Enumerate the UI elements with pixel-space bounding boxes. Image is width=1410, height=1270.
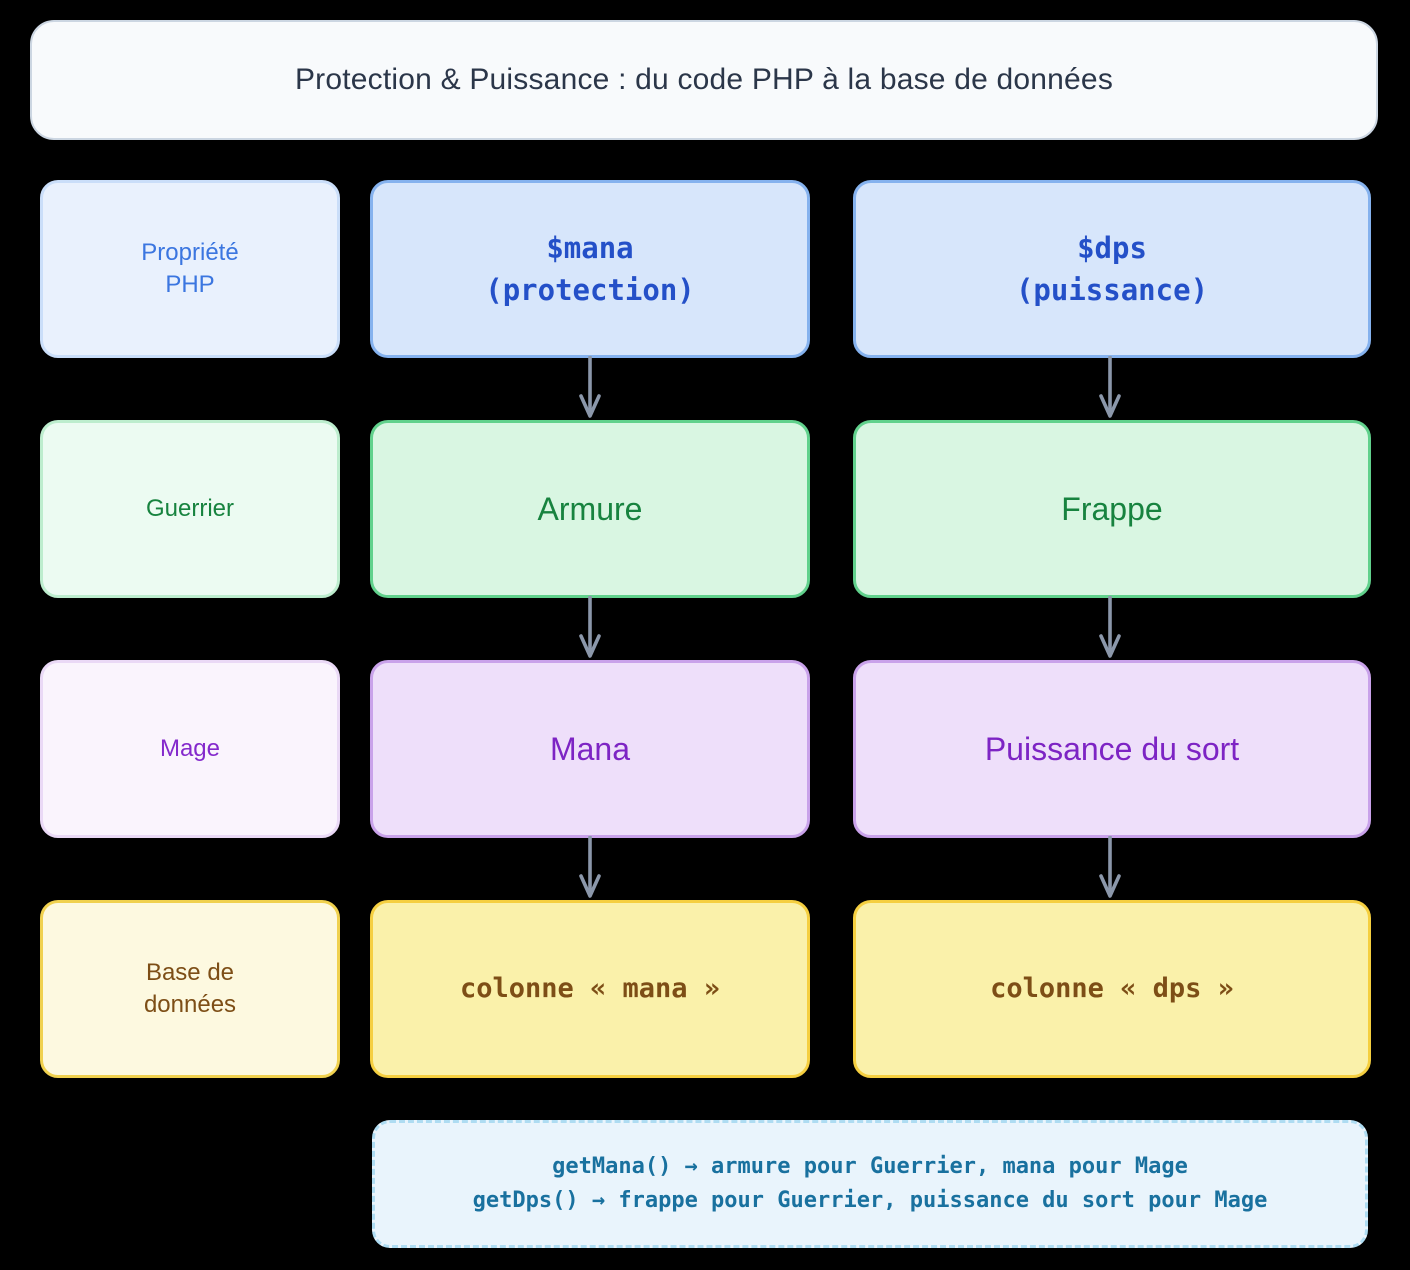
arrow-down-icon [578, 356, 602, 420]
arrow-down-icon [1098, 596, 1122, 660]
node-text: Armure [537, 490, 643, 527]
node-text: colonne « mana » [459, 973, 721, 1005]
note-line: getMana() → armure pour Guerrier, mana p… [552, 1153, 1188, 1179]
diagram-title-box: Protection & Puissance : du code PHP à l… [30, 20, 1378, 140]
row-label-text: Guerrier [145, 494, 235, 522]
node-text: Puissance du sort [984, 730, 1240, 767]
arrow-down-icon [1098, 836, 1122, 900]
node-puissance-du-sort: Puissance du sort [853, 660, 1371, 838]
node-colonne-mana: colonne « mana » [370, 900, 810, 1078]
note-box-getters: getMana() → armure pour Guerrier, mana p… [372, 1120, 1368, 1248]
node-armure: Armure [370, 420, 810, 598]
arrow-down-icon [578, 836, 602, 900]
arrow-down-icon [1098, 356, 1122, 420]
row-label-text: Mage [159, 734, 221, 762]
row-label-base-de-donnees: Base de données [40, 900, 340, 1078]
arrow-down-icon [578, 596, 602, 660]
node-text: Mana [549, 730, 631, 767]
row-label-propriete-php: Propriété PHP [40, 180, 340, 358]
node-colonne-dps: colonne « dps » [853, 900, 1371, 1078]
node-text: Frappe [1061, 490, 1163, 527]
diagram-title: Protection & Puissance : du code PHP à l… [294, 63, 1114, 96]
row-label-text: Base de données [143, 958, 237, 1018]
node-frappe: Frappe [853, 420, 1371, 598]
row-label-text: Propriété PHP [141, 238, 239, 298]
note-line: getDps() → frappe pour Guerrier, puissan… [472, 1188, 1268, 1213]
row-label-guerrier: Guerrier [40, 420, 340, 598]
node-mana-protection: $mana (protection) [370, 180, 810, 358]
row-label-mage: Mage [40, 660, 340, 838]
node-text: $mana (protection) [485, 230, 695, 307]
node-text: colonne « dps » [990, 973, 1234, 1005]
node-mana: Mana [370, 660, 810, 838]
node-text: $dps (puissance) [1015, 230, 1209, 307]
node-dps-puissance: $dps (puissance) [853, 180, 1371, 358]
